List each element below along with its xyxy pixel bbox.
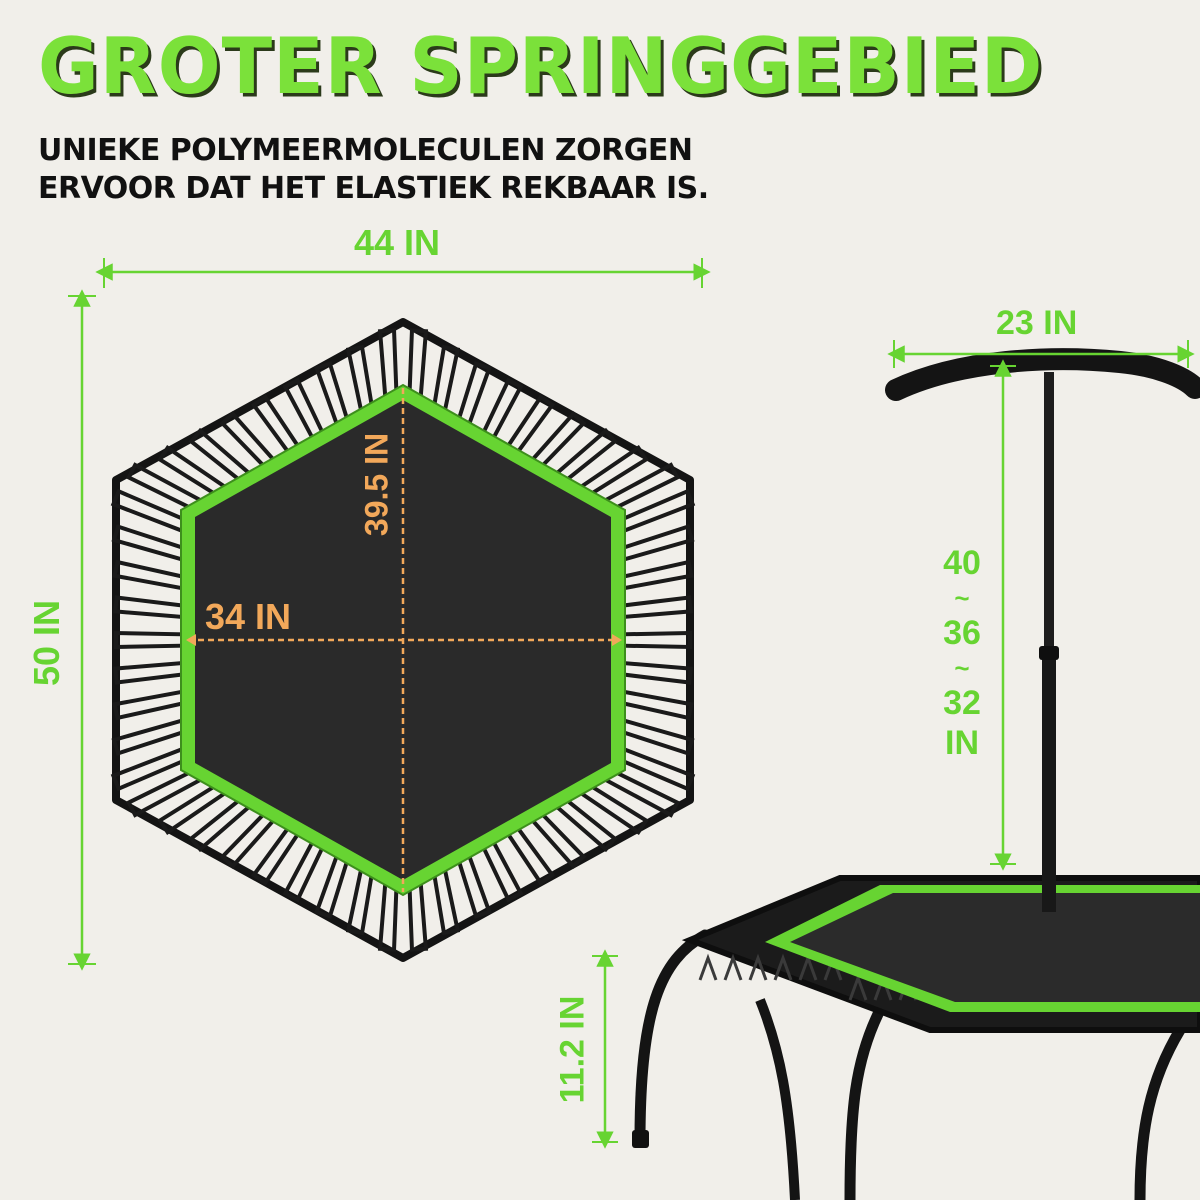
overall-height-label: 50 IN <box>26 599 67 687</box>
bungee-cord <box>614 559 694 592</box>
bungee-cord <box>377 328 399 402</box>
side-mat <box>790 893 1200 1002</box>
leg <box>634 929 711 1146</box>
bungee-cord <box>113 660 191 685</box>
bungee-cord <box>613 488 696 535</box>
bungee-cord <box>114 630 190 650</box>
leg <box>755 998 800 1200</box>
handle-width-label: 23 IN <box>996 304 1078 342</box>
bungee-cord <box>110 745 193 792</box>
bungee-cord <box>613 524 695 564</box>
side-bungee-cord <box>698 953 718 981</box>
side-view-trampoline <box>632 348 1200 1200</box>
bungee-cord <box>407 328 429 402</box>
side-bungee-cord <box>773 953 793 981</box>
handle-post-upper <box>1044 372 1054 652</box>
handle-post-collar <box>1039 646 1059 660</box>
handle-height-unit: IN <box>945 724 979 762</box>
handle-height-mid: 36 <box>943 614 981 652</box>
side-bungee-cord <box>848 973 868 1001</box>
bungee-cord <box>377 878 399 952</box>
handle-post-lower <box>1042 650 1056 912</box>
bungee-cord <box>112 559 192 592</box>
mat-height-label: 39.5 IN <box>358 432 395 537</box>
leg-foot <box>632 1130 649 1148</box>
bungee-cord <box>615 660 693 685</box>
handle-height-label-group: 40 ~ 36 ~ 32 IN <box>930 543 994 763</box>
side-bungee-cord <box>723 953 743 981</box>
handle-height-separator: ~ <box>954 583 970 613</box>
leg <box>1134 1027 1185 1200</box>
side-bungee-cord <box>748 953 768 981</box>
bungee-cord <box>112 688 192 721</box>
bungee-cord <box>407 878 429 952</box>
leg <box>844 1007 885 1200</box>
bungee-cord <box>615 595 693 620</box>
outer-frame <box>112 318 694 962</box>
bungee-cord <box>616 630 692 650</box>
leg-height-label: 11.2 IN <box>553 995 592 1104</box>
bungee-cord <box>613 745 696 792</box>
mat-width-arrow-left <box>186 634 196 646</box>
page-title: GROTER SPRINGGEBIED <box>38 21 1044 113</box>
page-subtitle: UNIEKE POLYMEERMOLECULEN ZORGEN ERVOOR D… <box>38 133 709 206</box>
top-view-trampoline <box>110 318 696 962</box>
mat-width-label: 34 IN <box>205 596 292 637</box>
handle-height-min: 32 <box>943 684 981 722</box>
mat-width-arrow-right <box>612 634 622 646</box>
handle-height-separator: ~ <box>954 653 970 683</box>
bungee-cord <box>614 688 694 721</box>
bungee-cord <box>613 716 695 756</box>
bungee-cord <box>111 524 193 564</box>
bungee-cord <box>111 716 193 756</box>
overall-width-label: 44 IN <box>354 222 441 263</box>
handle-height-max: 40 <box>943 544 981 582</box>
bungee-cord <box>110 488 193 535</box>
bungee-cord <box>113 595 191 620</box>
